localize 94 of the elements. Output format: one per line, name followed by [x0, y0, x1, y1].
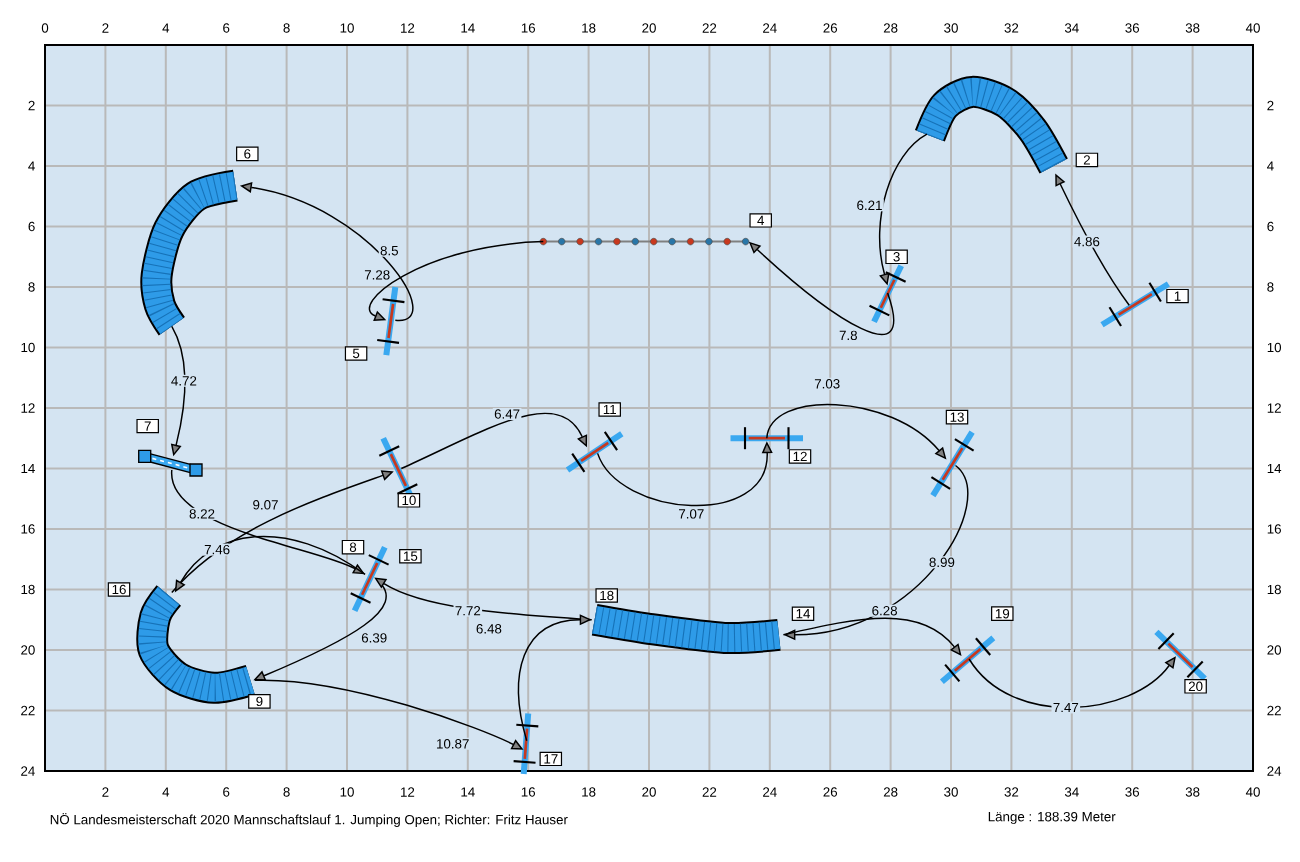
axis-tick-label: 26 [823, 23, 838, 33]
axis-tick-label: 12 [401, 23, 415, 33]
axis-tick-label: 16 [521, 23, 536, 33]
number-box: 14 [791, 606, 815, 621]
axis-tick-label: 2 [102, 23, 109, 33]
axis-tick-label: 12 [1267, 403, 1281, 413]
number-box: 11 [598, 402, 621, 417]
axis-tick-label: 10 [21, 342, 35, 353]
axis-tick-label: 6 [28, 221, 35, 232]
axis-tick-label: 6 [1267, 221, 1274, 232]
axis-tick-label: 34 [1064, 23, 1079, 33]
distance-label: 8.99 [927, 556, 957, 569]
axis-tick-label: 40 [1245, 23, 1260, 33]
number-box: 18 [595, 588, 618, 603]
path-arrow [968, 656, 1176, 709]
axis-tick-label: 28 [883, 23, 898, 33]
axis-tick-label: 32 [1004, 23, 1019, 33]
axis-tick-label: 24 [763, 787, 777, 797]
course-length: Länge : 188.39 Meter [988, 811, 1116, 825]
axis-tick-label: 40 [1245, 787, 1260, 797]
axis-tick-label: 22 [702, 787, 717, 797]
axis-tick-label: 20 [642, 23, 656, 33]
number-box: 20 [1184, 678, 1207, 694]
axis-tick-label: 4 [1267, 161, 1274, 171]
axis-tick-label: 12 [401, 787, 415, 797]
axis-tick-label: 16 [1267, 524, 1281, 534]
axis-tick-label: 22 [21, 705, 35, 716]
axis-tick-label: 16 [21, 524, 35, 534]
axis-tick-label: 22 [702, 23, 717, 33]
distance-label: 6.21 [855, 199, 884, 212]
axis-tick-label: 6 [223, 23, 230, 33]
axis-tick-label: 38 [1185, 787, 1200, 797]
axis-tick-label: 8 [283, 23, 290, 33]
axis-tick-label: 20 [642, 787, 656, 797]
path-arrow [400, 412, 588, 470]
axis-tick-label: 18 [582, 787, 596, 797]
footer-text: NÖ Landesmeisterschaft 2020 Mannschaftslauf 1. Jumping Open; Richter: Fritz Hauser [50, 813, 568, 827]
axis-tick-label: 16 [521, 787, 536, 797]
number-box: 17 [539, 751, 563, 767]
number-box: 15 [399, 548, 422, 564]
number-box: 16 [107, 582, 131, 597]
number-box: 12 [788, 449, 812, 464]
number-box: 10 [397, 492, 421, 508]
axis-tick-label: 4 [162, 787, 170, 797]
axis-tick-label: 32 [1004, 787, 1019, 797]
number-box: 4 [749, 213, 772, 228]
axis-tick-label: 10 [340, 787, 354, 797]
axis-tick-label: 2 [1267, 100, 1274, 111]
path-arrow [374, 577, 593, 621]
distance-label: 7.8 [837, 329, 859, 342]
number-box: 8 [341, 539, 365, 555]
axis-tick-label: 34 [1064, 787, 1079, 797]
axis-tick-label: 20 [21, 645, 35, 655]
number-box: 13 [945, 409, 969, 425]
axis-tick-label: 28 [883, 787, 898, 797]
number-box: 1 [1166, 288, 1189, 304]
axis-tick-label: 24 [21, 766, 35, 776]
number-box: 5 [344, 346, 368, 361]
axis-tick-label: 24 [1267, 766, 1282, 776]
axis-tick-label: 24 [763, 23, 777, 33]
axis-tick-label: 12 [21, 403, 35, 413]
axis-tick-label: 36 [1125, 787, 1140, 797]
axis-tick-label: 6 [223, 787, 230, 797]
number-box: 2 [1075, 152, 1099, 168]
axis-tick-label: 14 [461, 787, 475, 797]
axis-tick-label: 8 [1267, 282, 1274, 292]
axis-tick-label: 8 [28, 282, 35, 292]
axis-tick-label: 18 [21, 584, 35, 595]
axis-tick-label: 38 [1185, 23, 1200, 33]
axis-tick-label: 26 [823, 787, 838, 797]
axis-tick-label: 30 [944, 23, 958, 33]
number-box: 9 [248, 694, 271, 709]
axis-tick-label: 2 [102, 787, 109, 797]
axis-tick-label: 4 [28, 161, 35, 171]
axis-tick-label: 8 [283, 787, 290, 797]
number-box: 19 [991, 606, 1014, 621]
axis-tick-label: 22 [1267, 705, 1281, 716]
axis-tick-label: 0 [41, 23, 49, 33]
axis-tick-label: 14 [461, 23, 475, 33]
number-box: 7 [136, 418, 159, 434]
path-arrow [782, 617, 962, 656]
axis-tick-label: 20 [1267, 645, 1282, 655]
axis-tick-label: 4 [162, 23, 170, 33]
axis-tick-label: 30 [944, 787, 958, 797]
axis-tick-label: 14 [21, 463, 35, 474]
number-box: 3 [885, 249, 908, 265]
axis-tick-label: 10 [1267, 342, 1282, 353]
axis-tick-label: 18 [1267, 584, 1281, 595]
number-box: 6 [236, 146, 259, 162]
axis-tick-label: 10 [340, 23, 354, 33]
axis-tick-label: 36 [1125, 23, 1140, 33]
axis-tick-label: 2 [28, 100, 35, 111]
axis-tick-label: 18 [582, 23, 596, 33]
axis-tick-label: 14 [1267, 463, 1282, 474]
